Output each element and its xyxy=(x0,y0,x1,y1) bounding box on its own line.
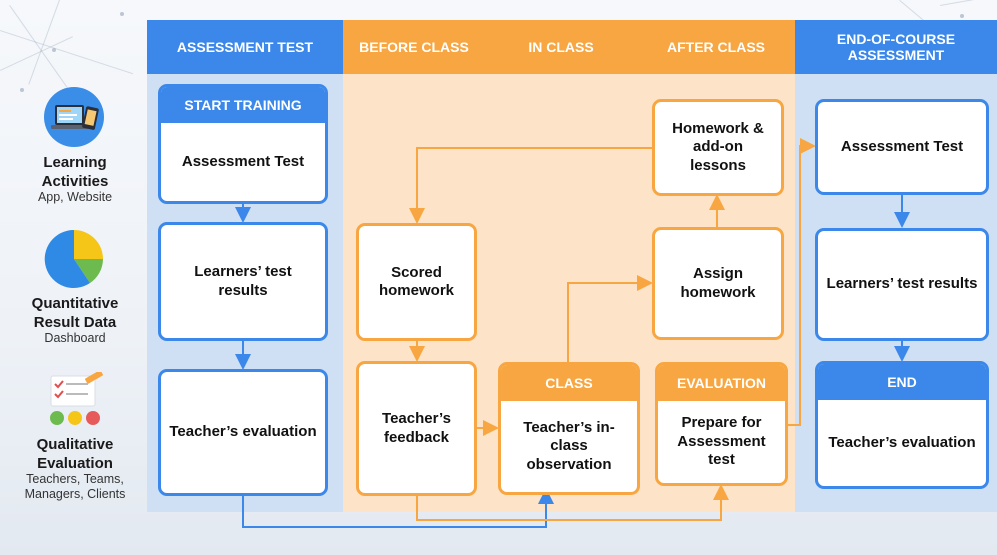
header-in-class: IN CLASS xyxy=(528,39,594,55)
class-body: Teacher’s in-class observation xyxy=(523,418,615,473)
end-box: END Teacher’s evaluation xyxy=(815,361,989,489)
header-before-class: BEFORE CLASS xyxy=(359,39,469,55)
feedback-checklist-icon xyxy=(45,370,105,428)
evaluation-caption: EVALUATION xyxy=(658,365,785,401)
scored-homework-box: Scored homework xyxy=(356,223,477,341)
assign-homework-box: Assign homework xyxy=(652,227,784,340)
header-band xyxy=(343,20,795,74)
end-assessment-test-box: Assessment Test xyxy=(815,99,989,195)
legend-title-learning: Learning Activities xyxy=(41,154,109,190)
legend-title-quantitative: Quantitative Result Data xyxy=(31,295,119,331)
legend-subtitle-learning: App, Website xyxy=(37,190,113,204)
learners-results-box-1: Learners’ test results xyxy=(158,222,328,341)
evaluation-body: Prepare for Assessment test xyxy=(677,414,766,469)
header-after-class: AFTER CLASS xyxy=(667,39,765,55)
header-end-of-course: END-OF-COURSE ASSESSMENT xyxy=(795,20,997,74)
start-training-box: START TRAINING Assessment Test xyxy=(158,84,328,204)
class-caption: CLASS xyxy=(501,365,637,401)
legend-subtitle-qualitative: Teachers, Teams, Managers, Clients xyxy=(24,472,126,501)
legend-title-qualitative: Qualitative Evaluation xyxy=(36,436,114,472)
pie-chart-icon xyxy=(43,228,105,290)
learners-results-box-2: Learners’ test results xyxy=(815,228,989,341)
teachers-feedback-box: Teacher’s feedback xyxy=(356,361,477,496)
laptop-phone-icon xyxy=(44,87,104,147)
teachers-evaluation-box-1: Teacher’s evaluation xyxy=(158,369,328,496)
start-training-body: Assessment Test xyxy=(181,152,305,170)
evaluation-box: EVALUATION Prepare for Assessment test xyxy=(655,362,788,486)
end-body: Teacher’s evaluation xyxy=(828,433,976,451)
start-training-caption: START TRAINING xyxy=(161,87,325,123)
header-assessment-test: ASSESSMENT TEST xyxy=(147,20,343,74)
homework-addon-box: Homework & add-on lessons xyxy=(652,99,784,196)
end-caption: END xyxy=(818,364,986,400)
class-box: CLASS Teacher’s in-class observation xyxy=(498,362,640,495)
legend-subtitle-quantitative: Dashboard xyxy=(44,331,106,345)
